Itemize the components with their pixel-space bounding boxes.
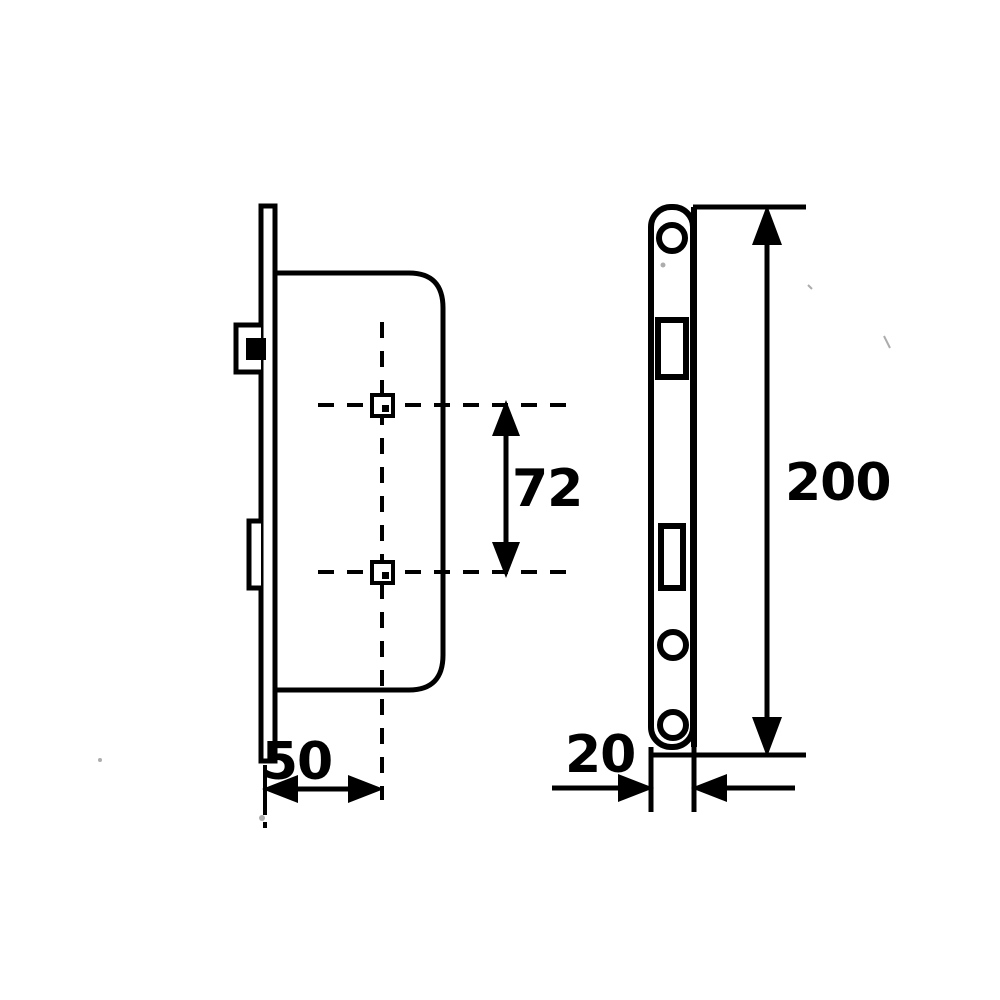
front-view: 200 20 — [552, 204, 892, 812]
dimension-label-200: 200 — [785, 453, 891, 513]
bolt-cutout-lower — [658, 523, 686, 591]
deadbolt-protrusion — [246, 518, 261, 591]
faceplate-outline — [648, 204, 696, 750]
screw-hole-bottom — [657, 709, 689, 741]
center-distance-dimension: 72 — [492, 400, 583, 578]
dimension-label-72: 72 — [512, 459, 582, 519]
lock-case-body — [274, 270, 446, 693]
faceplate-strip — [258, 203, 278, 764]
dimension-label-20: 20 — [565, 725, 635, 785]
arrow-down-72 — [492, 542, 520, 578]
arrow-up-200 — [752, 205, 782, 245]
arrow-right-20 — [618, 774, 654, 802]
spindle-hole-upper — [370, 393, 395, 418]
screw-hole-mid — [657, 629, 689, 661]
dimension-label-50: 50 — [262, 732, 332, 792]
screw-hole-top — [656, 222, 688, 254]
arrow-down-200 — [752, 717, 782, 757]
faceplate-width-dimension: 20 — [552, 725, 795, 812]
arrow-left-50 — [262, 775, 298, 803]
arrow-right-50 — [348, 775, 384, 803]
backset-dimension: 50 — [262, 732, 384, 828]
arrow-up-72 — [492, 400, 520, 436]
latch-cutout-upper — [655, 317, 689, 380]
faceplate-length-dimension: 200 — [651, 204, 892, 758]
arrow-left-20 — [691, 774, 727, 802]
side-view: 72 50 — [233, 203, 583, 828]
keyhole-lower — [370, 560, 395, 585]
latch-bolt-protrusion — [233, 322, 266, 375]
scan-artifacts — [98, 262, 891, 821]
